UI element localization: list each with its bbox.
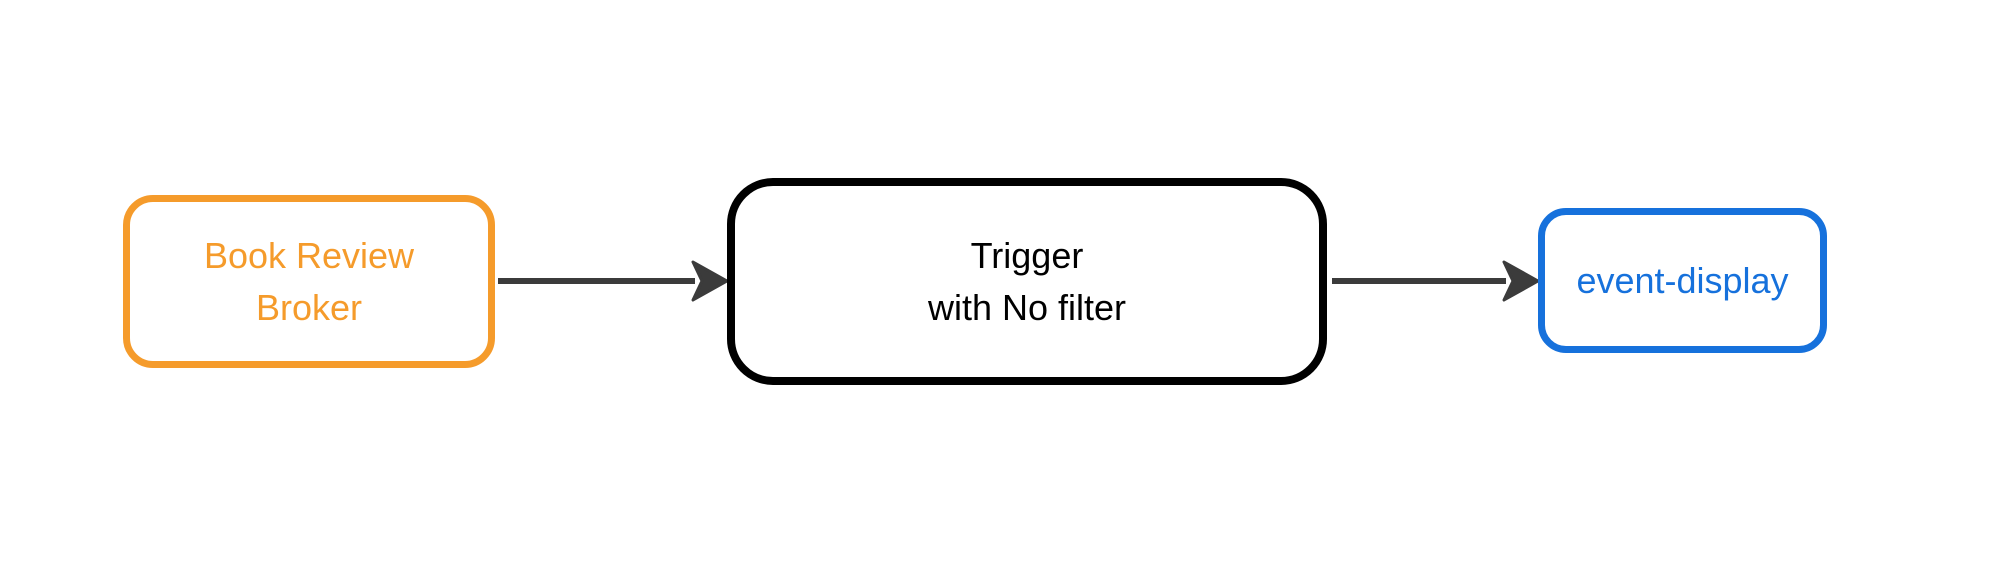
- node-book-review-broker: Book Review Broker: [123, 195, 495, 368]
- node-label-line: Book Review: [203, 234, 415, 276]
- arrow-broker-to-trigger-icon: [498, 260, 729, 302]
- node-event-display: event-display: [1538, 208, 1827, 353]
- node-label-line: Trigger: [970, 234, 1084, 276]
- node-label-line: event-display: [1576, 259, 1789, 301]
- arrow-trigger-to-event-display-icon: [1332, 260, 1540, 302]
- node-label-line: with No filter: [927, 286, 1127, 328]
- node-trigger: Trigger with No filter: [727, 178, 1327, 385]
- node-label-line: Broker: [255, 286, 363, 328]
